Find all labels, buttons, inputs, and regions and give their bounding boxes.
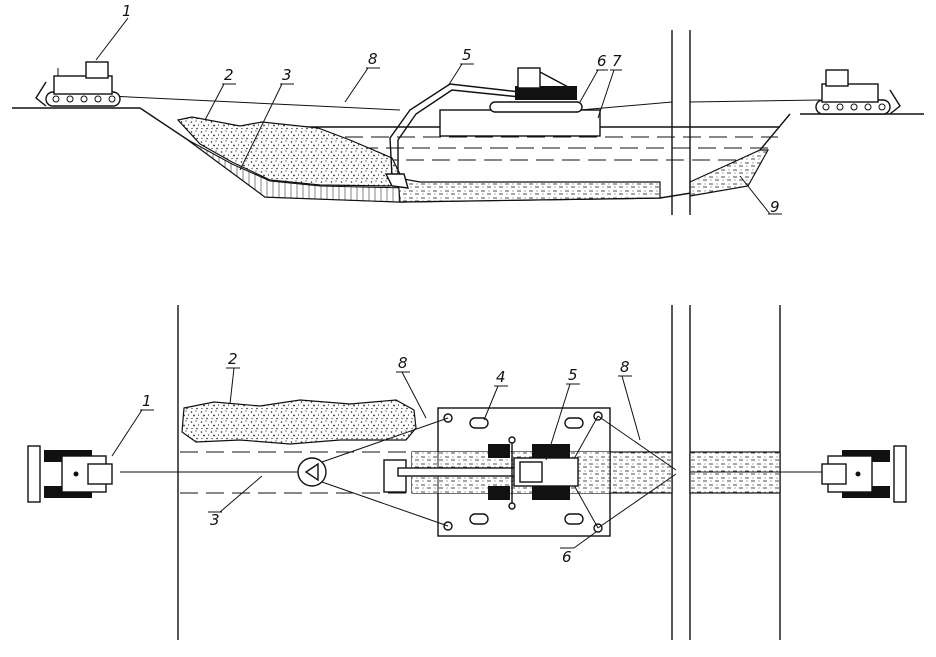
excavator-plan <box>488 436 579 510</box>
slot-3 <box>469 513 489 525</box>
label-p5: 5 <box>568 366 578 384</box>
pontoon <box>439 109 601 137</box>
label-1: 1 <box>122 2 132 20</box>
cable-8-left <box>109 95 401 111</box>
cable-8-right-b <box>689 99 821 103</box>
leader-p8b <box>621 375 641 441</box>
slot-4 <box>564 513 584 525</box>
cable-right-bottom <box>597 473 677 529</box>
leader-p2 <box>229 367 235 405</box>
leader-p5 <box>545 383 571 461</box>
label-9: 9 <box>770 198 780 216</box>
excavator-frame <box>539 71 571 89</box>
label-p4: 4 <box>496 368 506 386</box>
excavator-boom <box>389 83 521 177</box>
label-p2: 2 <box>228 350 238 368</box>
label-p1: 1 <box>142 392 152 410</box>
excavator-bucket <box>384 173 409 189</box>
section-view: 1 2 3 8 5 6 7 9 <box>12 2 924 216</box>
leader-6 <box>579 69 599 103</box>
leader-2 <box>204 83 225 121</box>
bulldozer-left-plan <box>27 445 113 503</box>
pipeline-trench-section <box>397 177 661 203</box>
leader-p3 <box>219 475 263 513</box>
cable-pulley-bottom <box>321 481 449 527</box>
label-8: 8 <box>368 50 378 68</box>
slot-2 <box>564 417 584 429</box>
leader-p6 <box>573 531 597 549</box>
cable-pulley-top <box>321 417 449 463</box>
label-6: 6 <box>597 52 607 70</box>
leader-3 <box>239 83 283 171</box>
bulldozer-left <box>35 61 121 107</box>
bulldozer-right-plan <box>821 445 907 503</box>
bulldozer-right <box>815 69 901 115</box>
excavator-section <box>384 67 583 189</box>
cable-right-top <box>597 415 677 471</box>
cable-8-right-a <box>579 101 673 111</box>
slot-1 <box>469 417 489 429</box>
label-p6: 6 <box>562 548 572 566</box>
leader-p1 <box>111 409 143 457</box>
leader-1 <box>95 17 129 61</box>
pulley <box>297 457 327 487</box>
boom-plan <box>397 467 517 477</box>
pulley-arrow <box>304 462 319 482</box>
label-3: 3 <box>282 66 292 84</box>
leader-8 <box>344 67 369 103</box>
leader-p8a <box>401 371 427 419</box>
label-p3: 3 <box>210 511 220 529</box>
spoil-bank-plan <box>181 399 417 445</box>
leader-p4 <box>483 385 499 421</box>
plan-view: 1 2 8 4 5 8 3 6 <box>27 305 907 640</box>
excavator-cab <box>517 67 541 89</box>
label-2: 2 <box>224 66 234 84</box>
label-5: 5 <box>462 46 472 64</box>
excavator-boom-inner <box>397 89 521 176</box>
excavated-soil-hatch <box>187 139 406 203</box>
label-p8b: 8 <box>620 358 630 376</box>
excavator-track <box>489 101 583 113</box>
excavator-cab-plan <box>519 461 543 483</box>
spoil-bank <box>176 116 403 187</box>
backfill-9 <box>689 149 770 197</box>
excavator-body <box>515 86 577 100</box>
leader-9 <box>739 175 771 215</box>
label-p8a: 8 <box>398 354 408 372</box>
label-7: 7 <box>612 52 622 70</box>
leader-5 <box>447 63 463 87</box>
leader-7 <box>597 69 615 119</box>
